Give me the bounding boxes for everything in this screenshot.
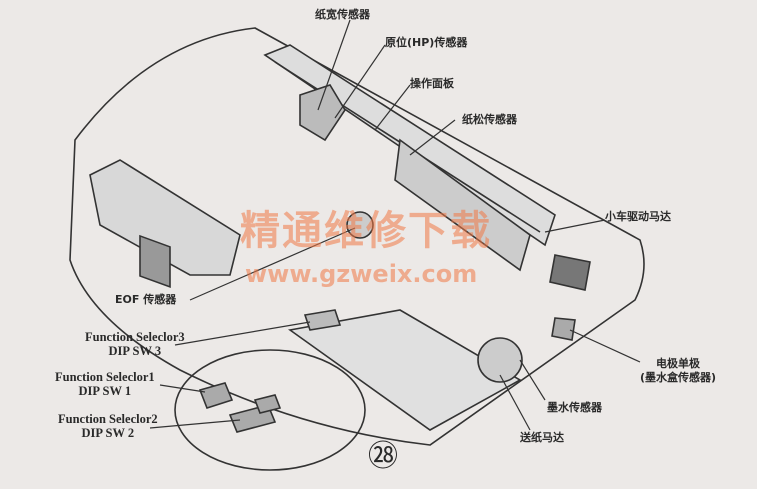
label-ink-sensor: 墨水传感器: [547, 401, 602, 414]
label-paper-release-sensor: 纸松传感器: [462, 113, 517, 126]
dip-switch-detail-part: [253, 394, 282, 414]
label-dip-sw3-line1: Function Seleclor3: [85, 330, 185, 344]
label-electrode: 电极单极 (墨水盒传感器): [640, 357, 716, 385]
label-dip-sw1-line2: DIP SW 1: [78, 384, 132, 398]
dip-switch-detail-circle: [174, 349, 366, 471]
label-dip-sw2: Function Seleclor2 DIP SW 2: [58, 412, 158, 440]
electrode-part: [551, 317, 576, 341]
carriage-motor-part: [549, 254, 591, 291]
main-board: [287, 309, 522, 431]
label-home-position-sensor: 原位(HP)传感器: [385, 36, 468, 49]
eof-sensor-part: [346, 211, 374, 239]
paper-width-sensor-part: [299, 84, 346, 142]
watermark-title: 精通维修下载: [240, 208, 492, 254]
label-dip-sw1: Function Seleclor1 DIP SW 1: [55, 370, 155, 398]
leader-lines: [149, 19, 641, 431]
label-carriage-motor: 小车驱动马达: [605, 210, 671, 223]
power-board: [89, 159, 241, 276]
label-dip-sw1-line1: Function Seleclor1: [55, 370, 155, 384]
label-dip-sw2-line1: Function Seleclor2: [58, 412, 158, 426]
dip-switch-1: [198, 382, 234, 409]
label-operation-panel: 操作面板: [410, 77, 454, 90]
label-dip-sw2-line2: DIP SW 2: [81, 426, 135, 440]
operation-panel-part: [394, 138, 531, 272]
label-electrode-line1: 电极单极: [656, 357, 701, 370]
paper-feed-motor-part: [477, 337, 523, 383]
label-paper-width-sensor: 纸宽传感器: [315, 8, 370, 21]
label-dip-sw3: Function Seleclor3 DIP SW 3: [85, 330, 185, 358]
label-paper-feed-motor: 送纸马达: [520, 431, 564, 444]
label-electrode-line2: (墨水盒传感器): [640, 371, 717, 384]
watermark-url: www.gzweix.com: [245, 260, 478, 288]
page-number: ㉘: [368, 439, 398, 474]
printer-housing: [69, 27, 645, 446]
label-eof-sensor: EOF 传感器: [115, 293, 177, 306]
power-board-heatsink: [139, 234, 171, 288]
dip-switch-3: [303, 309, 342, 331]
label-dip-sw3-line2: DIP SW 3: [108, 344, 162, 358]
